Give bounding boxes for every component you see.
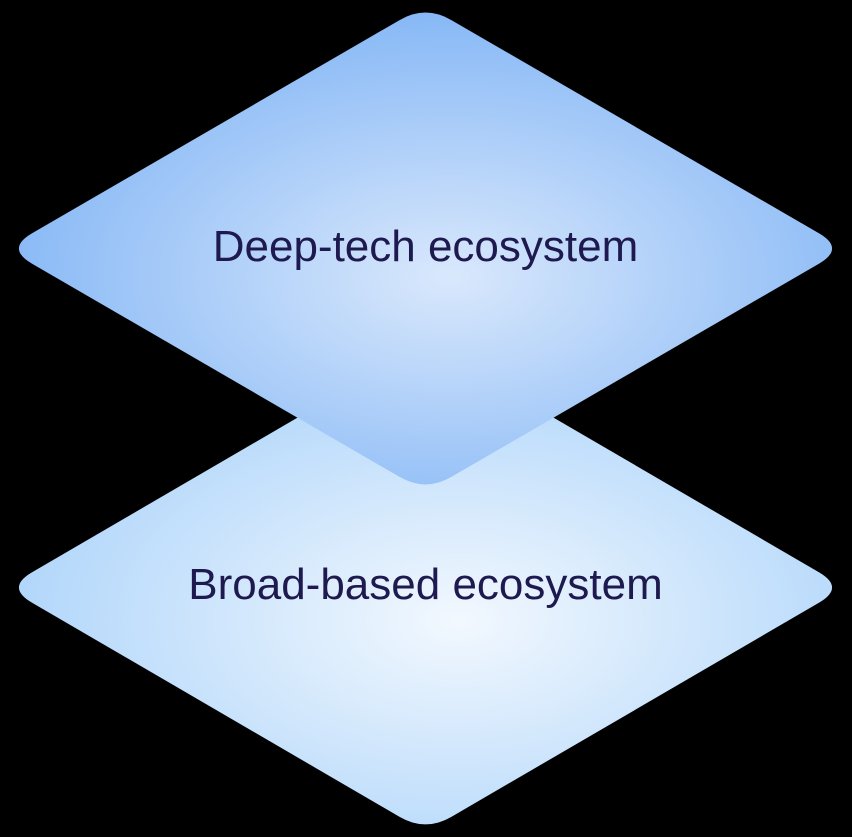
broad-based-diamond	[18, 350, 833, 825]
deep-tech-diamond	[18, 12, 833, 485]
broad-based-diamond-shape	[18, 350, 833, 825]
deep-tech-label: Deep-tech ecosystem	[212, 222, 639, 271]
broad-based-label: Broad-based ecosystem	[188, 560, 663, 609]
deep-tech-diamond-shape	[18, 12, 833, 485]
